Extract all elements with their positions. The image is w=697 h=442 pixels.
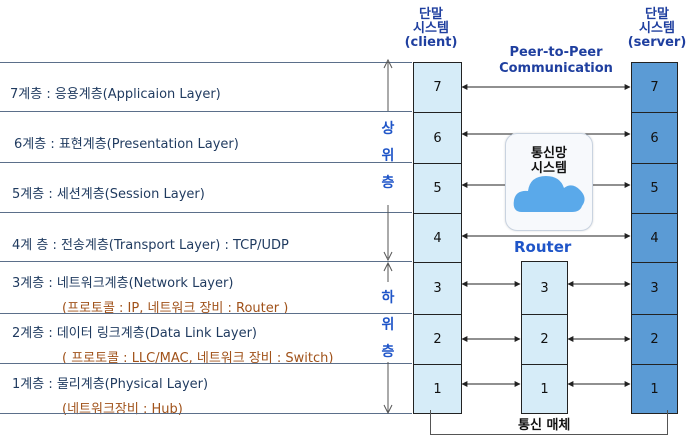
server-cell-6: 6 <box>632 112 677 163</box>
medium-bracket <box>430 410 668 435</box>
layer4-label: 4계 층 : 전송계층(Transport Layer) : TCP/UDP <box>12 238 289 253</box>
server-cell-4: 4 <box>632 213 677 262</box>
client-stack: 7 6 5 4 3 2 1 <box>413 62 462 414</box>
server-stack: 7 6 5 4 3 2 1 <box>631 62 678 414</box>
client-cell-1: 1 <box>414 364 461 413</box>
upper-char-2: 위 <box>381 148 395 164</box>
layer1-label: 1계층 : 물리계층(Physical Layer) <box>12 377 209 392</box>
medium-label: 통신 매체 <box>518 418 571 433</box>
row-divider <box>0 413 412 414</box>
layer2-sub-label: ( 프로토콜 : LLC/MAC, 네트워크 장비 : Switch) <box>62 351 334 366</box>
p2p-line1: Peer-to-Peer <box>509 45 603 60</box>
router-cell-2: 2 <box>522 314 567 364</box>
lower-group-arrow-bottom <box>383 404 393 415</box>
client-header-line3: (client) <box>404 35 458 50</box>
row-divider <box>0 261 412 262</box>
network-system-icon: 통신망 시스템 <box>505 133 593 231</box>
p2p-line2: Communication <box>499 61 613 76</box>
server-cell-7: 7 <box>650 80 659 95</box>
lower-group-label: 하 위 층 <box>378 285 398 366</box>
router-cell-3: 3 <box>540 280 549 296</box>
lower-group-arrow-top <box>383 261 393 272</box>
p2p-label: Peer-to-Peer Communication <box>492 45 620 77</box>
upper-char-3: 층 <box>381 175 395 191</box>
network-system-line1: 통신망 <box>531 146 567 161</box>
upper-group-arrow-bottom <box>383 251 393 262</box>
row-divider <box>0 212 412 213</box>
server-header-line2: 시스템 <box>639 21 675 36</box>
client-cell-3: 3 <box>414 262 461 314</box>
layer2-label: 2계층 : 데이터 링크계층(Data Link Layer) <box>12 326 258 341</box>
router-stack: 3 2 1 <box>521 261 568 414</box>
upper-group-label: 상 위 층 <box>378 116 398 197</box>
server-cell-2: 2 <box>632 314 677 364</box>
lower-char-1: 하 <box>381 290 395 306</box>
row-divider <box>0 162 412 163</box>
client-header-line2: 시스템 <box>413 21 449 36</box>
client-cell-7: 7 <box>433 80 442 95</box>
layer5-label: 5계층 : 세션계층(Session Layer) <box>12 187 205 202</box>
row-divider <box>0 363 412 364</box>
server-header-line1: 단말 <box>645 7 669 22</box>
client-cell-2: 2 <box>414 314 461 364</box>
client-header-line1: 단말 <box>419 7 443 22</box>
upper-group-arrow-top <box>383 58 393 69</box>
layer6-label: 6계층 : 표현계층(Presentation Layer) <box>14 137 239 152</box>
client-cell-5: 5 <box>414 163 461 213</box>
layer7-label: 7계층 : 응용계층(Applicaion Layer) <box>10 87 221 102</box>
row-divider <box>0 111 412 112</box>
server-cell-5: 5 <box>632 163 677 213</box>
network-system-line2: 시스템 <box>531 161 567 176</box>
server-cell-1: 1 <box>632 364 677 413</box>
client-cell-6: 6 <box>414 112 461 163</box>
router-label: Router <box>514 238 572 256</box>
lower-char-3: 층 <box>381 344 395 360</box>
client-cell-4: 4 <box>414 213 461 262</box>
client-header: 단말 시스템 (client) <box>396 8 466 50</box>
upper-char-1: 상 <box>381 121 395 137</box>
row-divider <box>0 62 412 63</box>
cloud-icon <box>513 176 585 212</box>
layer3-sub-label: (프로토콜 : IP, 네트워크 장비 : Router ) <box>62 301 289 316</box>
layer3-label: 3계층 : 네트워크계층(Network Layer) <box>12 276 234 291</box>
row-divider <box>0 313 412 314</box>
network-system-text: 통신망 시스템 <box>506 146 592 176</box>
server-cell-3: 3 <box>632 262 677 314</box>
server-header: 단말 시스템 (server) <box>622 8 692 50</box>
lower-char-2: 위 <box>381 317 395 333</box>
router-cell-1: 1 <box>522 364 567 413</box>
server-header-line3: (server) <box>627 35 687 50</box>
